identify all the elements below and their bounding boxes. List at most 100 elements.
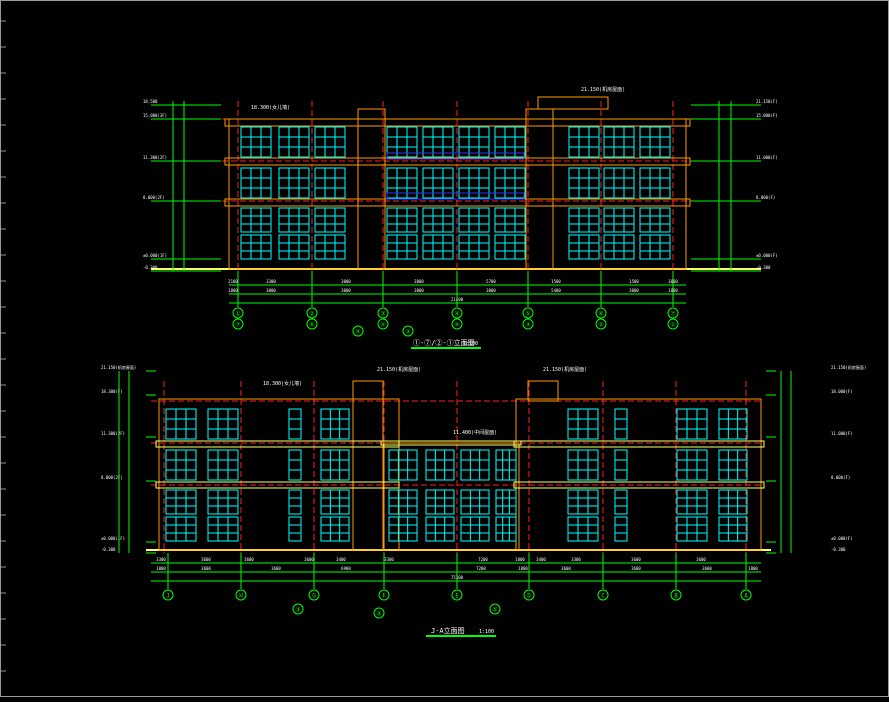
elevation-1-roof-label: 21.150(机房屋面) [581,86,625,93]
dimension-text-bottom: 6900 [341,566,351,571]
elevation-2-title: J-A立面图 [431,626,465,635]
axis-bubble-top: ② [306,307,318,319]
dimension-text-top: 3000 [341,279,351,284]
section-callout: ⑤ [489,603,501,615]
window-frame [240,207,272,233]
right-level-label: 8.000(F) [756,195,775,200]
right-level-label: 21.150(机房屋面) [831,364,866,370]
axis-label: E [455,593,459,600]
window [458,207,490,233]
window-frame [425,516,455,542]
window [494,234,526,260]
axis-label: G [312,593,316,600]
axis-label: ⑤ [492,607,497,614]
window [314,167,346,199]
axis-label: ③ [295,607,300,614]
axis-bubble: D [523,589,535,601]
section-callout: ③ [402,325,414,337]
window-center [425,489,455,515]
axis-label: H [239,593,243,600]
window-frame [320,516,350,542]
window-frame [165,408,197,440]
window [614,489,628,515]
window-frame [460,489,490,515]
window [320,516,350,542]
window [458,234,490,260]
window-frame [165,489,197,515]
axis-bubble-top: ⑥ [595,307,607,319]
elevation-1-dimensions: 18.50015.000(3F)11.300(2F)8.000(2F)±0.00… [143,99,778,337]
window-frame [614,449,628,481]
axis-circle [451,589,463,601]
window [568,126,600,158]
window [422,234,454,260]
axis-circle [378,589,390,601]
left-level-label: 18.500 [143,99,158,104]
axis-circle [740,589,752,601]
axis-label: ⑦ [235,322,240,329]
left-level-label: ±0.000(1F) [143,253,167,258]
window [603,234,635,260]
window [207,489,239,515]
stair-core [525,108,554,270]
elevation-1-parapet-label: 18.300(女儿墙) [251,104,290,111]
axis-circle [595,307,607,319]
elevation-2-scale: 1:100 [479,629,494,635]
window-frame [320,489,350,515]
axis-circle [667,318,679,330]
window-frame [568,167,600,199]
axis-circle [306,307,318,319]
window-frame [639,167,671,199]
dimension-text-bottom: 1800 [518,566,528,571]
window [422,207,454,233]
window [386,126,418,158]
window [568,234,600,260]
right-level-label: 8.000(F) [831,475,850,480]
window [614,449,628,481]
balcony-rail [386,192,525,200]
window-frame [639,234,671,260]
axis-circle [489,603,501,615]
window-center [388,489,418,515]
section-callout: ③ [373,607,385,619]
right-level-label: 21.150(F) [756,99,778,104]
axis-label: ④ [454,322,459,329]
window-frame [240,167,272,199]
window [568,167,600,199]
window-frame [320,408,350,440]
window-frame [676,408,708,440]
axis-circle [373,607,385,619]
floor-slab [380,440,522,446]
axis-label: ⑤ [525,311,530,318]
window-center [460,516,490,542]
axis-circle [232,318,244,330]
floor-slab [513,440,765,448]
window-frame [207,489,239,515]
window-frame [278,167,310,199]
axis-label: ③ [380,311,385,318]
window-frame [614,408,628,440]
window [614,516,628,542]
left-level-label: 15.000(3F) [143,113,167,118]
cornice-slab [224,118,691,127]
window-frame [207,408,239,440]
window-frame [314,207,346,233]
window [458,126,490,158]
window-frame [314,126,346,158]
window-frame [567,449,599,481]
axis-bubble-bottom: ⑤ [377,318,389,330]
axis-circle [162,589,174,601]
axis-circle [522,318,534,330]
left-level-label: 21.150(机房屋面) [101,364,136,370]
dimension-text-top: 3600 [304,557,314,562]
window-frame [603,167,635,199]
window-frame [567,516,599,542]
axis-circle [308,589,320,601]
window [278,234,310,260]
elevation-2-center-label: 11.400(中间屋面) [453,429,497,436]
floor-slab [155,440,400,448]
window-frame [288,516,302,542]
axis-label: D [527,593,531,600]
elevation-1-scale: 1:100 [463,341,478,347]
